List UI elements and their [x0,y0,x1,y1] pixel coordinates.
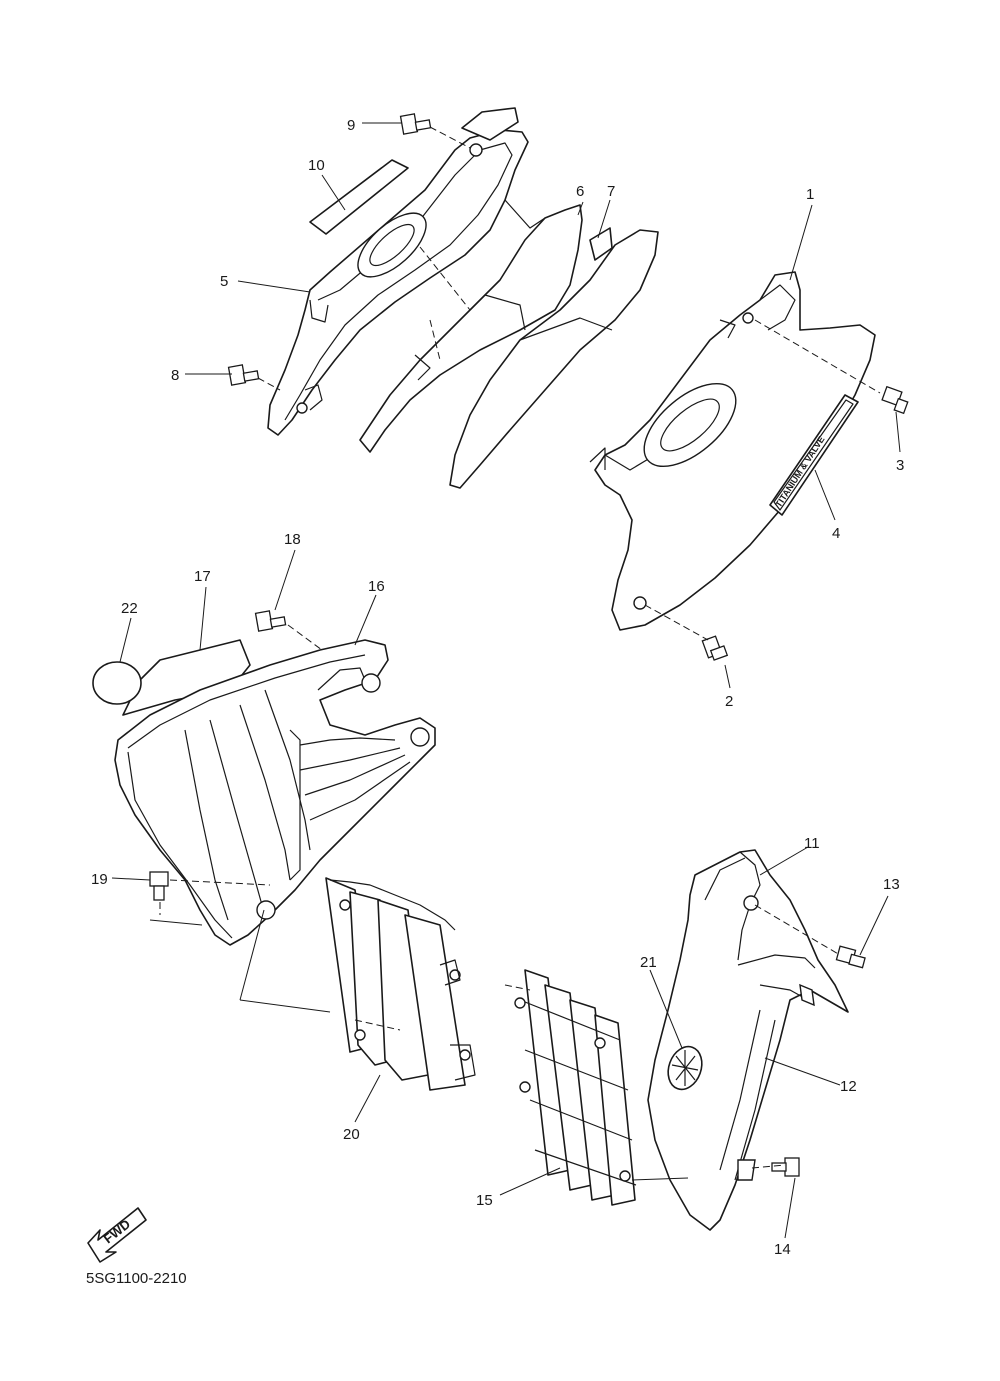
callout-4: 4 [832,525,840,542]
part-5-side-cover [267,107,529,436]
diagram-code: 5SG1100-2210 [86,1270,187,1287]
callout-1: 1 [806,186,814,203]
part-20-grille [325,877,476,1091]
alignment-lines [149,126,881,1181]
bolt-3 [881,385,909,415]
bolt-18 [254,610,287,632]
part-7-inner-cover [449,227,659,489]
callout-16: 16 [368,578,385,595]
callout-11: 11 [804,835,820,852]
callout-2: 2 [725,693,733,710]
part-15-grille [514,969,637,1206]
callout-9: 9 [347,117,355,134]
part-10-decal-strip [309,159,409,235]
callout-20: 20 [343,1126,360,1143]
callout-15: 15 [476,1192,493,1209]
callout-5: 5 [220,273,228,290]
fwd-arrow: FWD [87,1207,147,1263]
callout-17: 17 [194,568,211,585]
callout-13: 13 [883,876,900,893]
part-21-emblem [667,1045,703,1091]
part-17-shroud [114,639,436,946]
part-1-right-side-cover [589,271,876,631]
bolt-13 [835,945,866,969]
callout-6: 6 [576,183,584,200]
callout-21: 21 [640,954,657,971]
leader-lines [111,122,901,1239]
bolt-2 [701,635,729,661]
callout-18: 18 [284,531,301,548]
callout-19: 19 [91,871,108,888]
part-22-decal [92,661,142,705]
callout-12: 12 [840,1078,857,1095]
bolt-19 [149,871,169,901]
callout-labels: 1 2 3 4 5 6 7 8 9 10 11 12 13 14 15 16 1… [91,117,904,1258]
callout-7: 7 [607,183,615,200]
bolt-8 [227,364,260,386]
callout-10: 10 [308,157,325,174]
callout-14: 14 [774,1241,791,1258]
callout-8: 8 [171,367,179,384]
bolt-9 [399,113,432,135]
callout-22: 22 [121,600,138,617]
part-11-radiator-cover [647,849,849,1231]
callout-3: 3 [896,457,904,474]
bolt-14 [771,1157,800,1177]
